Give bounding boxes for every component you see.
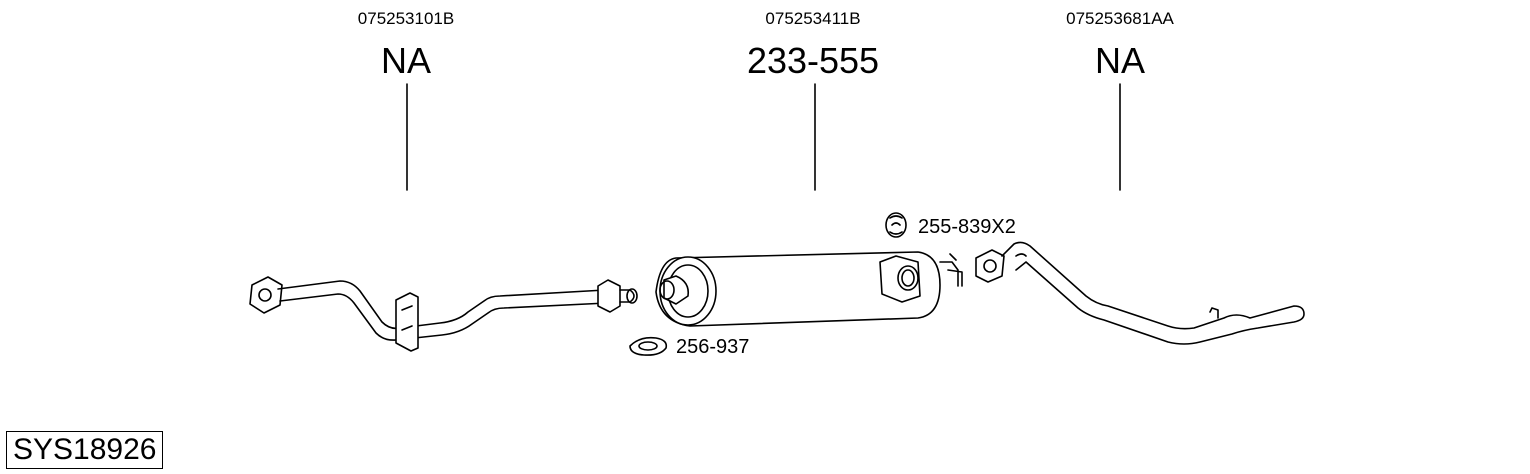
gasket-icon[interactable] [629, 336, 668, 356]
accessory-label-gasket[interactable]: 256-937 [676, 336, 750, 358]
silencer-drawing[interactable] [655, 251, 963, 327]
oem-number-tail-pipe: 075253681AA [1066, 9, 1174, 28]
oem-number-silencer: 075253411B [765, 9, 861, 28]
part-number-tail-pipe[interactable]: NA [1094, 40, 1146, 81]
rubber-hanger-icon[interactable] [885, 212, 907, 238]
accessory-label-hanger[interactable]: 255-839X2 [918, 216, 1016, 238]
part-number-silencer[interactable]: 233-555 [746, 40, 880, 81]
oem-number-front-pipe: 075253101B [357, 9, 455, 28]
front-pipe-drawing[interactable] [249, 276, 638, 352]
part-number-front-pipe[interactable]: NA [380, 40, 432, 81]
tail-pipe-drawing[interactable] [975, 241, 1305, 345]
system-code-box: SYS18926 [6, 431, 164, 469]
